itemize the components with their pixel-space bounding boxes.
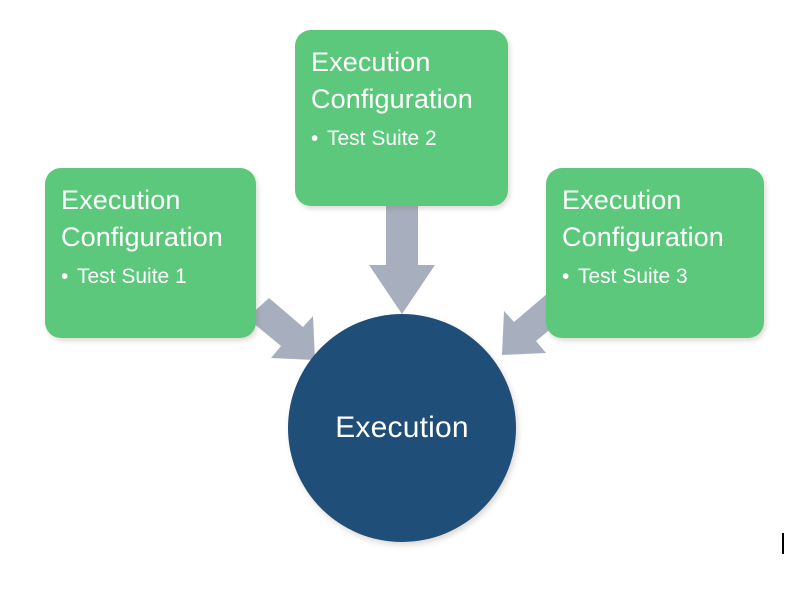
card-right-bullet-label: Test Suite 3 — [578, 265, 688, 289]
card-top-bullet-label: Test Suite 2 — [327, 127, 437, 151]
card-left-bullet-label: Test Suite 1 — [77, 265, 187, 289]
text-cursor-caret — [782, 533, 784, 554]
execution-hub-circle[interactable]: Execution — [288, 314, 516, 542]
execution-hub-label: Execution — [335, 411, 469, 444]
card-left-heading: Execution Configuration — [61, 185, 223, 252]
card-top-bullet-row: • Test Suite 2 — [311, 125, 492, 152]
bullet-point-icon: • — [61, 265, 69, 289]
execution-configuration-card-right[interactable]: Execution Configuration • Test Suite 3 — [546, 168, 764, 338]
execution-configuration-card-top[interactable]: Execution Configuration • Test Suite 2 — [295, 30, 508, 206]
execution-configuration-card-left[interactable]: Execution Configuration • Test Suite 1 — [45, 168, 256, 338]
bullet-point-icon: • — [311, 127, 319, 151]
card-right-heading: Execution Configuration — [562, 185, 724, 252]
card-left-bullet-row: • Test Suite 1 — [61, 263, 240, 290]
arrow-top-to-hub-icon — [369, 203, 435, 314]
arrow-left-to-hub-icon — [247, 298, 315, 360]
bullet-point-icon: • — [562, 265, 570, 289]
card-right-bullet-row: • Test Suite 3 — [562, 263, 748, 290]
card-top-heading: Execution Configuration — [311, 47, 473, 114]
